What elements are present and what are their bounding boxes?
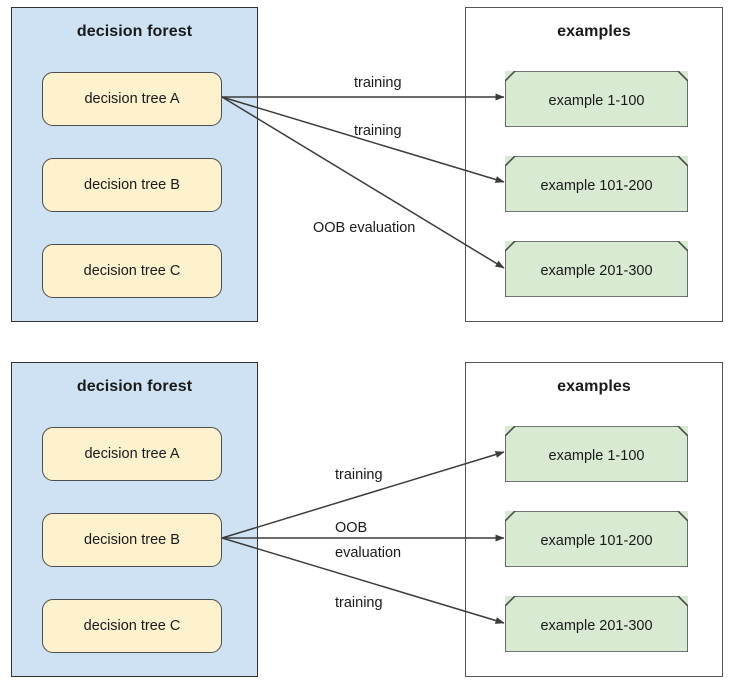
decision-tree-c-box-1[interactable]: decision tree C	[42, 244, 222, 298]
example-card-shape	[505, 71, 688, 127]
examples-container-2: examples example 1-100 example 101-200 e…	[465, 362, 723, 677]
example-card-shape	[505, 426, 688, 482]
example-101-200-box-1[interactable]: example 101-200	[505, 156, 688, 212]
example-201-300-label-1: example 201-300	[540, 263, 653, 279]
edge-label-oob-line2: evaluation	[335, 545, 402, 561]
example-card-shape	[505, 511, 688, 567]
edge-label-training-2: training	[335, 595, 383, 611]
examples-title-1: examples	[557, 23, 631, 40]
edge-label-training-1: training	[335, 467, 383, 483]
decision-tree-c-box-2[interactable]: decision tree C	[42, 599, 222, 653]
edge-label-oob-evaluation: OOB evaluation	[313, 220, 416, 236]
decision-tree-a-box-1[interactable]: decision tree A	[42, 72, 222, 126]
decision-forest-title-1: decision forest	[76, 23, 193, 40]
decision-forest-container-1: decision forest decision tree A decision…	[11, 7, 258, 322]
decision-forest-title-2: decision forest	[76, 378, 193, 395]
example-101-200-label-2: example 101-200	[540, 533, 653, 549]
decision-forest-container-2: decision forest decision tree A decision…	[11, 362, 258, 677]
example-card-shape	[505, 241, 688, 297]
edge-training-example-101-200	[221, 96, 505, 183]
edge-label-training-1: training	[354, 75, 402, 91]
decision-tree-b-box-1[interactable]: decision tree B	[42, 158, 222, 212]
decision-tree-b-label-2: decision tree B	[84, 532, 180, 548]
example-101-200-label-1: example 101-200	[540, 178, 653, 194]
example-card-shape	[505, 156, 688, 212]
decision-tree-c-label-2: decision tree C	[83, 618, 181, 634]
examples-title-2: examples	[557, 378, 631, 395]
examples-container-1: examples example 1-100 example 101-200 e…	[465, 7, 723, 322]
decision-tree-a-label-1: decision tree A	[84, 91, 180, 107]
decision-tree-a-label-2: decision tree A	[84, 446, 180, 462]
decision-tree-b-label-1: decision tree B	[84, 177, 180, 193]
example-201-300-box-1[interactable]: example 201-300	[505, 241, 688, 297]
example-card-shape	[505, 596, 688, 652]
decision-tree-b-box-2[interactable]: decision tree B	[42, 513, 222, 567]
decision-tree-c-label-1: decision tree C	[83, 263, 181, 279]
example-1-100-box-1[interactable]: example 1-100	[505, 71, 688, 127]
panel-decision-tree-a: decision forest decision tree A decision…	[0, 0, 737, 323]
edge-label-oob-line1: OOB	[335, 520, 368, 536]
example-1-100-label-2: example 1-100	[548, 448, 645, 464]
example-1-100-box-2[interactable]: example 1-100	[505, 426, 688, 482]
decision-tree-a-box-2[interactable]: decision tree A	[42, 427, 222, 481]
example-201-300-box-2[interactable]: example 201-300	[505, 596, 688, 652]
example-101-200-box-2[interactable]: example 101-200	[505, 511, 688, 567]
example-201-300-label-2: example 201-300	[540, 618, 653, 634]
example-1-100-label-1: example 1-100	[548, 93, 645, 109]
edge-label-training-2: training	[354, 123, 402, 139]
panel-decision-tree-b: decision forest decision tree A decision…	[0, 355, 737, 678]
